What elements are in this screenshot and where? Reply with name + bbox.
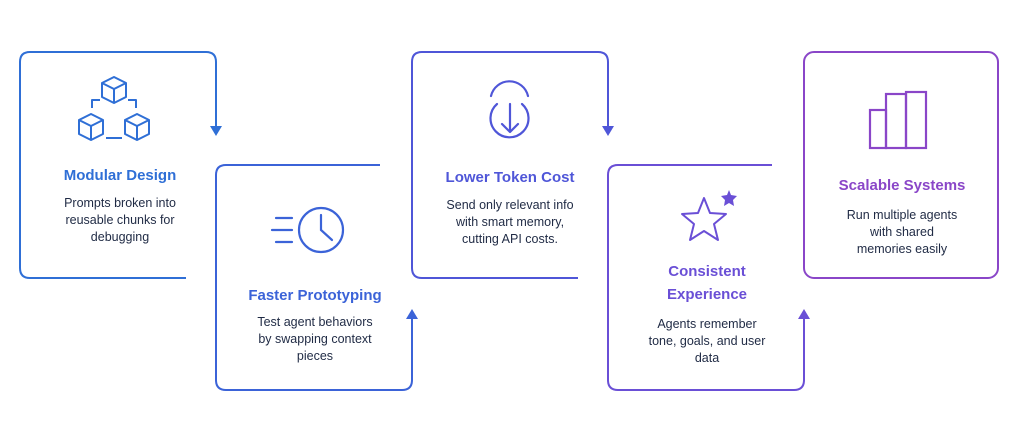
step1-arrow bbox=[210, 126, 222, 136]
step-modular-design: Modular Design Prompts broken into reusa… bbox=[30, 164, 210, 246]
step1-frame bbox=[19, 51, 217, 279]
step-description: Send only relevant info with smart memor… bbox=[446, 198, 574, 246]
step-description: Run multiple agents with shared memories… bbox=[846, 208, 958, 256]
step-scalable-systems: Scalable Systems Run multiple agents wit… bbox=[808, 174, 996, 258]
step2-frame bbox=[215, 164, 413, 391]
step-description: Test agent behaviors by swapping context… bbox=[257, 315, 373, 363]
step-description: Agents remember tone, goals, and user da… bbox=[648, 317, 766, 365]
step-title: Consistent Experience bbox=[666, 263, 748, 303]
step2-arrow bbox=[406, 309, 418, 319]
cubes-icon bbox=[78, 76, 150, 141]
star-icon bbox=[681, 190, 737, 241]
step3-frame bbox=[411, 51, 609, 279]
bar-chart-icon bbox=[868, 90, 928, 150]
step5-frame bbox=[803, 51, 999, 279]
step-title: Lower Token Cost bbox=[445, 169, 575, 186]
step-faster-prototyping: Faster Prototyping Test agent behaviors … bbox=[220, 284, 410, 365]
step-title: Faster Prototyping bbox=[248, 287, 382, 304]
step-title: Modular Design bbox=[63, 167, 177, 184]
step-description: Prompts broken into reusable chunks for … bbox=[64, 196, 176, 244]
step-lower-token-cost: Lower Token Cost Send only relevant info… bbox=[416, 166, 604, 248]
step-consistent-experience: Consistent Experience Agents remember to… bbox=[612, 260, 802, 367]
step4-arrow bbox=[798, 309, 810, 319]
step3-arrow bbox=[602, 126, 614, 136]
download-circle-icon bbox=[489, 80, 530, 139]
step-title: Scalable Systems bbox=[838, 177, 966, 194]
step4-frame bbox=[607, 164, 805, 391]
fast-clock-icon bbox=[270, 206, 345, 254]
